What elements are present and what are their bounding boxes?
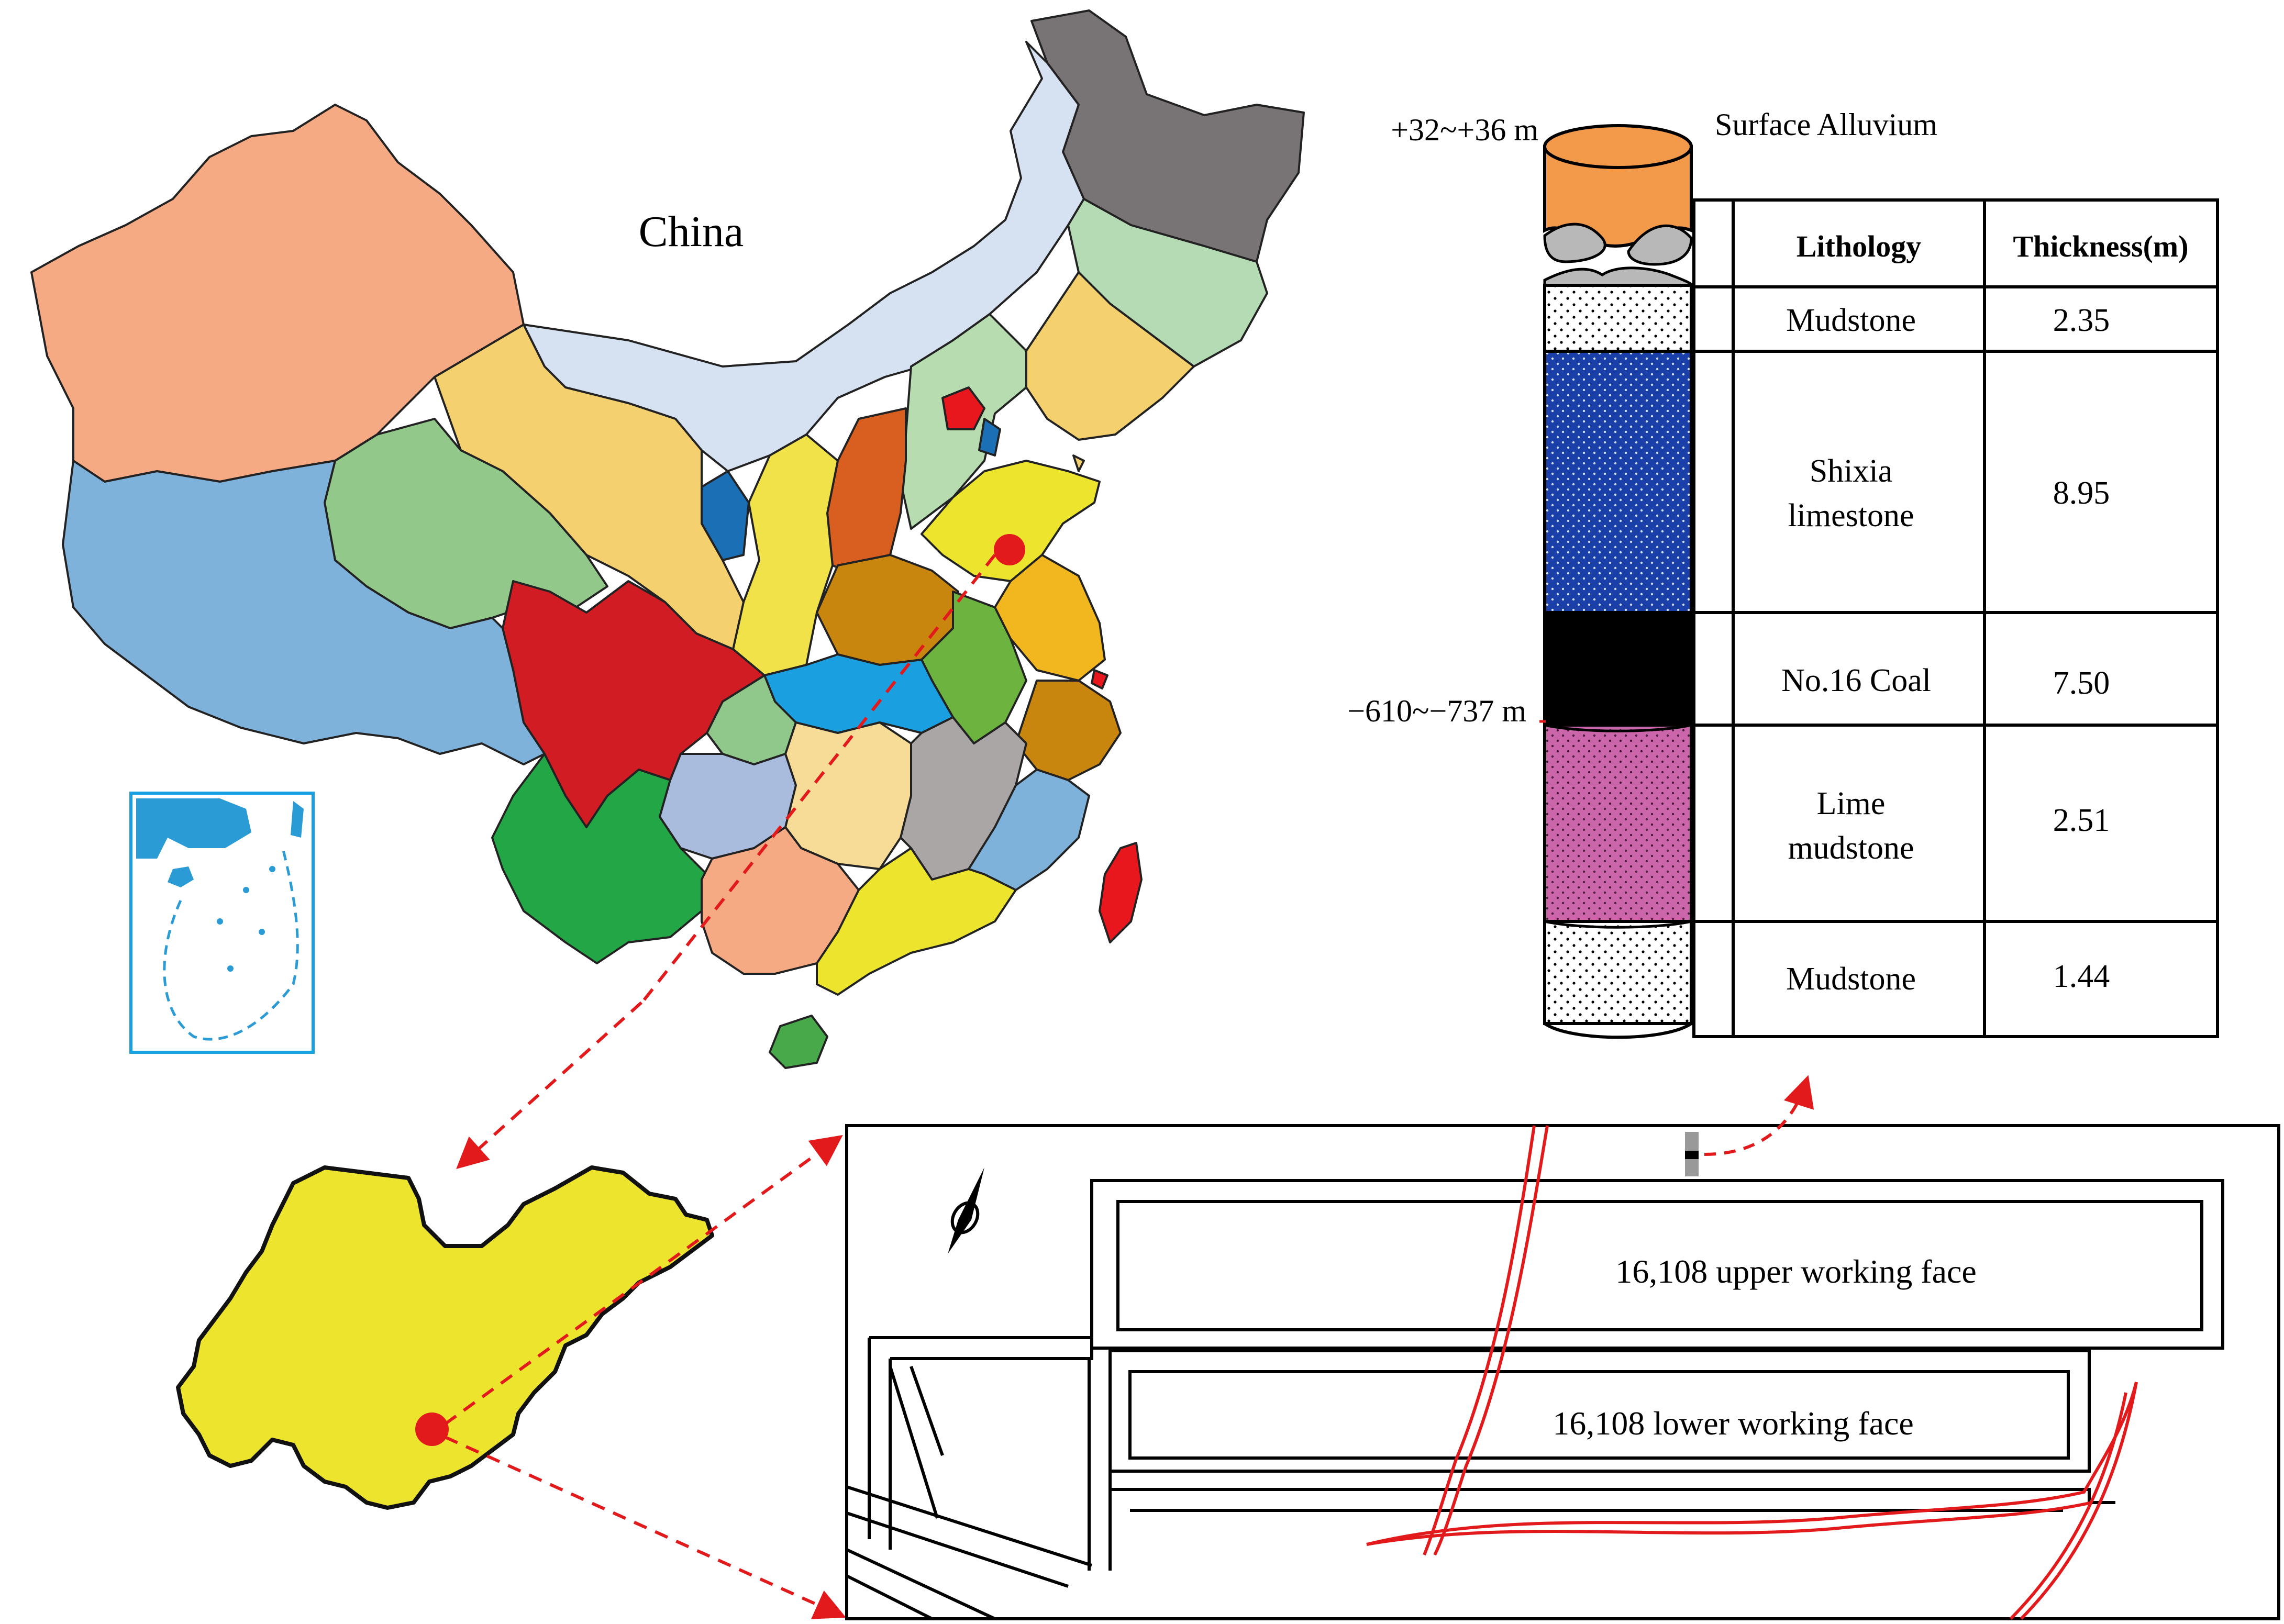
- province-shaanxi: [732, 433, 839, 676]
- province-hainan: [769, 1015, 828, 1069]
- row-4-thickness: 2.51: [2053, 803, 2110, 838]
- layer-mudstone-top: [1543, 284, 1693, 353]
- china-map: [30, 9, 1305, 1069]
- province-tianjin: [978, 418, 1001, 457]
- province-shandong: [921, 460, 1101, 582]
- province-shanxi: [826, 407, 907, 577]
- layer-shixia-limestone: [1543, 350, 1693, 614]
- pointer-arrow-to-mine-top: [444, 1134, 843, 1426]
- pointer-line-china: [642, 554, 996, 1001]
- layer-mudstone-bottom: [1543, 920, 1693, 1025]
- row-4-lithology-line-1: Lime: [1817, 786, 1886, 821]
- layer-lime-mudstone: [1543, 724, 1693, 923]
- row-5-thickness: 1.44: [2053, 959, 2110, 994]
- province-tibet: [62, 460, 546, 765]
- header-lithology: Lithology: [1797, 229, 1922, 263]
- shandong-province-enlarged: [176, 1165, 714, 1510]
- province-xinjiang: [30, 104, 525, 483]
- row-5-lithology: Mudstone: [1786, 961, 1916, 997]
- upper-working-face-label: 16,108 upper working face: [1615, 1253, 1977, 1290]
- header-thickness: Thickness(m): [2013, 229, 2188, 263]
- province-zhejiang: [1015, 680, 1122, 781]
- row-3-thickness: 7.50: [2053, 665, 2110, 701]
- pointer-arrow-to-mine-bottom: [444, 1436, 846, 1619]
- row-1-lithology: Mudstone: [1786, 303, 1916, 338]
- fault-lines: [1366, 1125, 2138, 1620]
- lithology-table: Lithology Thickness(m) Mudstone 2.35 Shi…: [1692, 198, 2219, 1038]
- pointer-arrow-to-province: [456, 1001, 643, 1170]
- location-marker-province: [415, 1412, 449, 1446]
- province-taiwan: [1099, 842, 1143, 943]
- row-3-lithology: No.16 Coal: [1781, 663, 1931, 698]
- row-4-lithology-line-2: mudstone: [1788, 830, 1914, 866]
- province-beijing: [941, 386, 985, 430]
- province-jilin: [1067, 198, 1268, 368]
- lower-working-face-label: 16,108 lower working face: [1553, 1405, 1914, 1442]
- province-fujian: [968, 769, 1090, 891]
- country-label: China: [639, 207, 744, 256]
- stratigraphic-column: +32~+36 m Surface Alluvium −610~−737 m: [1347, 107, 1937, 1039]
- top-elevation-label: +32~+36 m: [1391, 113, 1538, 147]
- south-china-sea-inset: [129, 792, 315, 1054]
- surface-alluvium-label: Surface Alluvium: [1715, 107, 1937, 142]
- coal-depth-label: −610~−737 m: [1347, 694, 1526, 728]
- north-arrow-icon: [948, 1167, 984, 1254]
- row-2-thickness: 8.95: [2053, 475, 2110, 511]
- layer-no16-coal: [1543, 611, 1693, 727]
- row-1-thickness: 2.35: [2053, 303, 2110, 338]
- province-guangdong: [816, 847, 1017, 996]
- province-liaodong-islands: [1072, 454, 1085, 472]
- location-marker-china: [994, 534, 1025, 565]
- province-shanghai: [1091, 669, 1108, 689]
- mine-plan: 16,108 upper working face 16,108 lower w…: [845, 1075, 2280, 1620]
- row-2-lithology-line-2: limestone: [1788, 498, 1914, 533]
- pointer-arrow-to-column: [1704, 1075, 1814, 1156]
- row-2-lithology-line-1: Shixia: [1810, 453, 1892, 489]
